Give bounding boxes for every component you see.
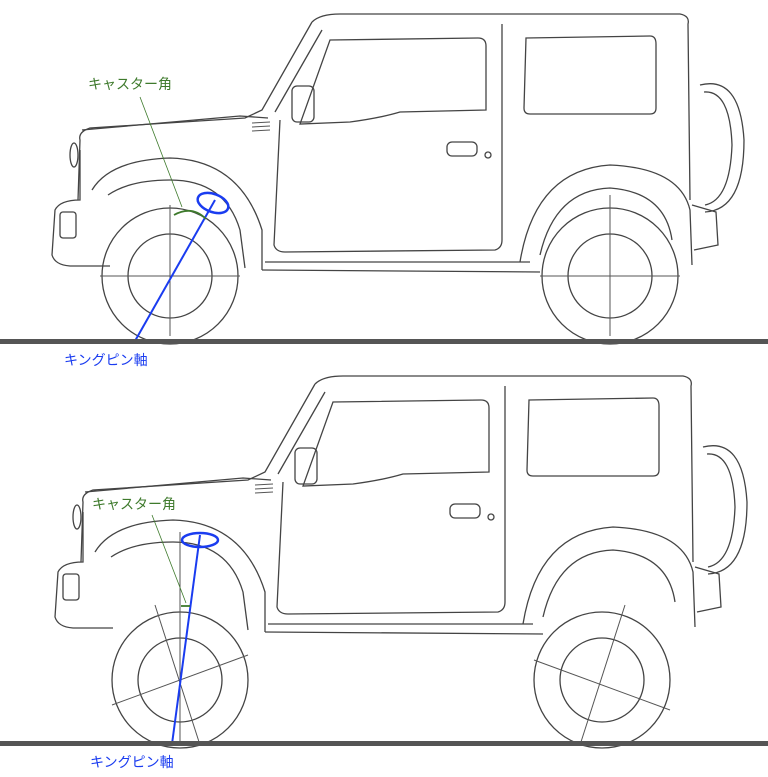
rotation-arrow-icon (196, 191, 230, 215)
rotation-arrow-icon (180, 531, 220, 549)
caster-angle-label: キャスター角 (92, 497, 176, 513)
stock-vehicle (0, 13, 768, 345)
caster-leader-line (139, 96, 183, 208)
front-wheel (100, 205, 240, 345)
kingpin-axis-label: キングピン軸 (64, 353, 148, 369)
kingpin-axis-label: キングピン軸 (90, 755, 174, 771)
caster-angle-label: キャスター角 (88, 77, 172, 93)
front-wheel (111, 532, 249, 749)
rear-wheel (533, 604, 671, 749)
caster-leader-line (151, 514, 187, 604)
ground-line (0, 339, 768, 344)
rear-wheel (540, 195, 680, 345)
lifted-vehicle (0, 375, 768, 749)
caster-angle-arc (173, 209, 207, 220)
ground-line (0, 741, 768, 746)
kingpin-axis-line (171, 534, 201, 745)
kingpin-axis-line (134, 199, 216, 342)
